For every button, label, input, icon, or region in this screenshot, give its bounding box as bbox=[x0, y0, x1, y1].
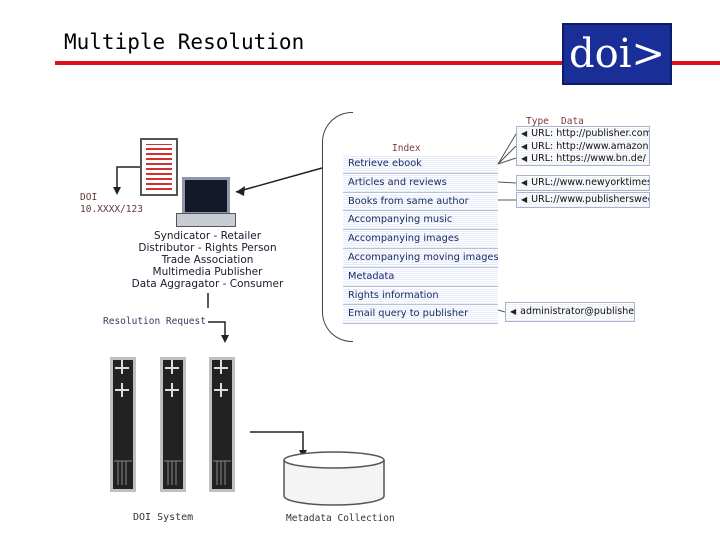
menu-item-accompanying-images[interactable]: Accompanying images bbox=[343, 231, 498, 249]
role-line: Multimedia Publisher bbox=[152, 266, 263, 278]
server-icon bbox=[209, 357, 235, 492]
database-icon bbox=[283, 451, 385, 506]
arrow-left-icon: ◀ bbox=[521, 195, 528, 204]
data-header: Data bbox=[561, 116, 584, 127]
title-underline bbox=[55, 61, 720, 65]
menu-item-accompanying-moving-images[interactable]: Accompanying moving images bbox=[343, 249, 498, 268]
server-details bbox=[114, 360, 231, 485]
role-line: Syndicator - Retailer bbox=[153, 230, 262, 242]
menu-item-books-same-author[interactable]: Books from same author bbox=[343, 193, 498, 212]
url-text: URL://www.newyorktimes.com bbox=[531, 177, 650, 188]
server-icon bbox=[110, 357, 136, 492]
index-label: Index bbox=[392, 143, 421, 154]
url-link-publisher[interactable]: ◀URL: http://publisher.com bbox=[521, 128, 649, 141]
url-text: URL: http://www.amazon. bbox=[531, 140, 650, 152]
arrow-left-icon: ◀ bbox=[521, 154, 528, 163]
index-arrow-line bbox=[235, 167, 323, 193]
url-link-amazon[interactable]: ◀URL: http://www.amazon. bbox=[521, 141, 649, 154]
url-link-publishersweekly[interactable]: ◀URL://www.publishersweekly.c bbox=[516, 192, 650, 208]
doi-prefix-label: DOI bbox=[80, 192, 98, 203]
url-text: administrator@publisher.com bbox=[520, 306, 635, 317]
arrow-left-icon: ◀ bbox=[510, 307, 517, 316]
menu-item-rights-information[interactable]: Rights information bbox=[343, 287, 498, 306]
url-link-newyorktimes[interactable]: ◀URL://www.newyorktimes.com bbox=[516, 175, 650, 191]
role-line: Trade Association bbox=[161, 254, 254, 266]
email-link-administrator[interactable]: ◀administrator@publisher.com bbox=[505, 302, 635, 322]
resolution-request-label: Resolution Request bbox=[103, 316, 206, 327]
type-header: Type bbox=[526, 116, 549, 127]
menu-item-articles-reviews[interactable]: Articles and reviews bbox=[343, 174, 498, 193]
monitor-base bbox=[176, 213, 236, 227]
url-text: URL: https://www.bn.de/ bbox=[531, 153, 646, 164]
doi-label: DOI 10.XXXX/123 bbox=[80, 192, 143, 216]
url-group-retailers: ◀URL: http://publisher.com ◀URL: http://… bbox=[516, 126, 650, 166]
slide-title: Multiple Resolution bbox=[64, 30, 305, 54]
menu-item-metadata[interactable]: Metadata bbox=[343, 268, 498, 287]
arrow-left-icon: ◀ bbox=[521, 141, 528, 151]
menu-item-email-query[interactable]: Email query to publisher bbox=[343, 306, 498, 325]
url-text: URL: http://publisher.com bbox=[531, 128, 650, 139]
arrow-left-icon: ◀ bbox=[521, 129, 528, 138]
role-line: Distributor - Rights Person bbox=[138, 242, 277, 254]
menu-item-accompanying-music[interactable]: Accompanying music bbox=[343, 212, 498, 231]
doi-logo: doi> bbox=[562, 23, 672, 85]
doi-value: 10.XXXX/123 bbox=[80, 204, 143, 215]
request-connector bbox=[208, 321, 226, 337]
arrow-left-icon: ◀ bbox=[521, 178, 528, 187]
doc-connector bbox=[116, 166, 140, 190]
url-text: URL://www.publishersweekly.c bbox=[531, 194, 649, 205]
resolution-menu: Retrieve ebook Articles and reviews Book… bbox=[343, 156, 498, 325]
document-icon bbox=[140, 138, 178, 196]
role-line: Data Aggragator - Consumer bbox=[131, 278, 284, 290]
roles-list: Syndicator - Retailer Distributor - Righ… bbox=[100, 230, 315, 290]
server-icon bbox=[160, 357, 186, 492]
metadata-collection-label: Metadata Collection bbox=[286, 513, 395, 524]
doi-system-label: DOI System bbox=[133, 512, 194, 523]
menu-item-retrieve-ebook[interactable]: Retrieve ebook bbox=[343, 156, 498, 174]
monitor-icon bbox=[182, 177, 230, 215]
url-link-bn[interactable]: ◀URL: https://www.bn.de/ bbox=[521, 153, 649, 165]
metadata-connector bbox=[250, 431, 304, 452]
